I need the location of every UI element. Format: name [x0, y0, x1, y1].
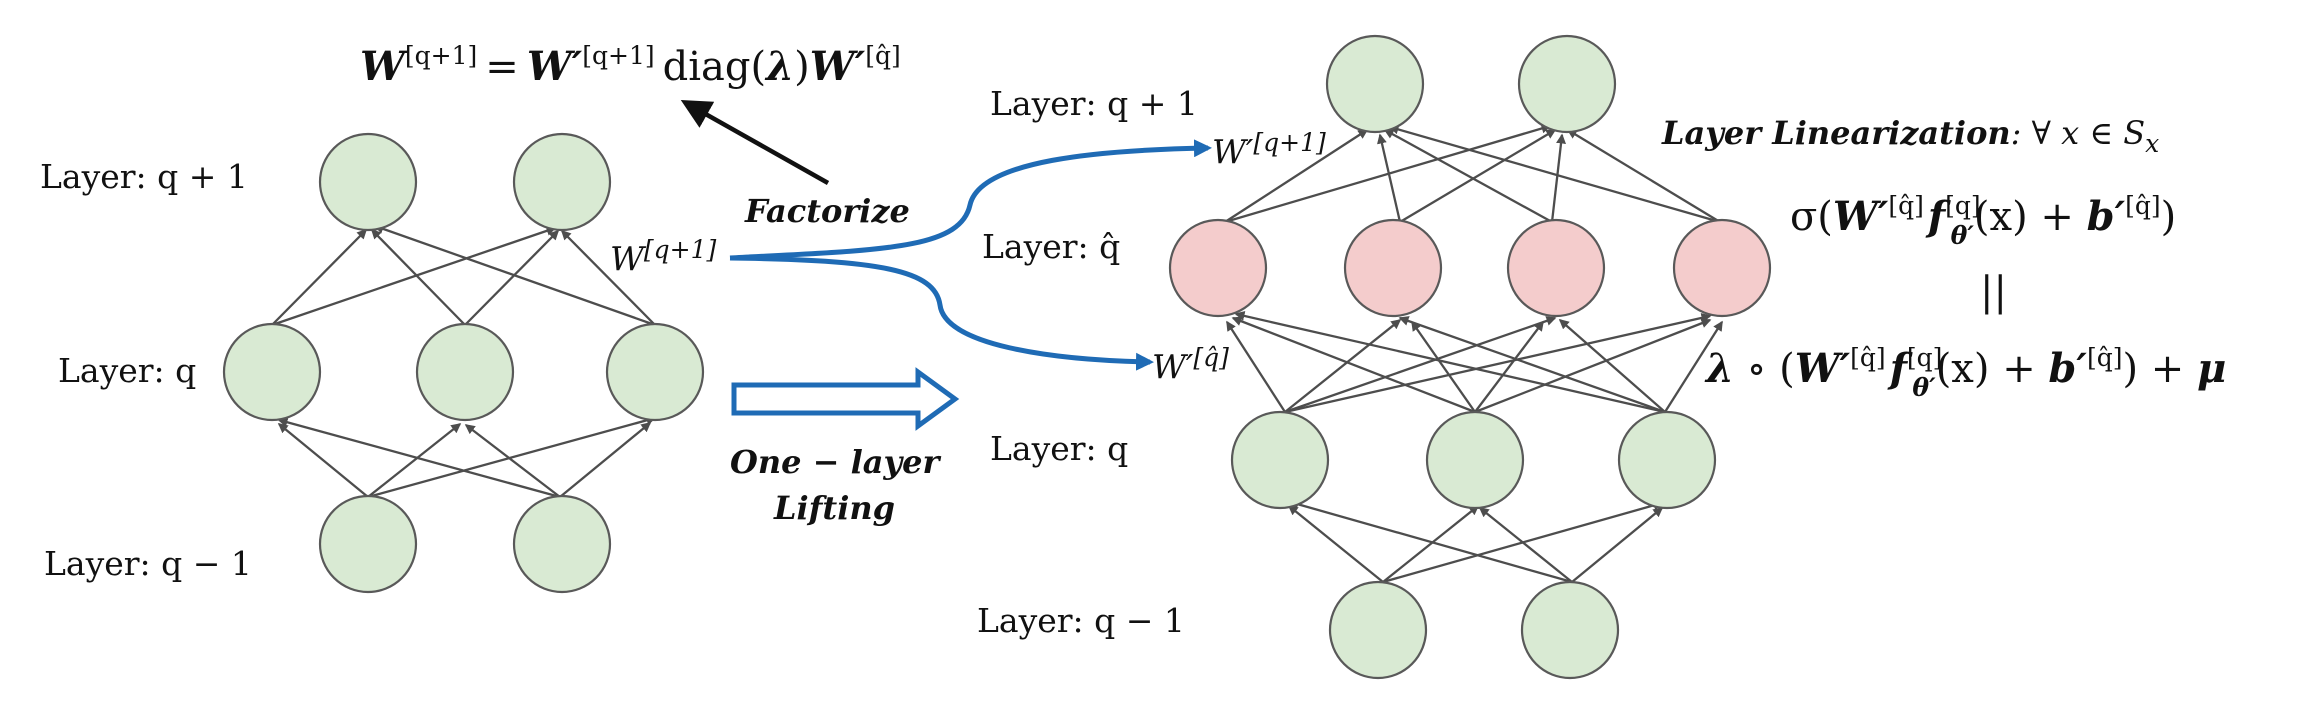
- left-edge: [464, 229, 560, 326]
- right-edge: [1288, 499, 1573, 584]
- left-edge: [367, 415, 657, 499]
- left-edge: [367, 423, 462, 498]
- right-node-q-plus-1: [1517, 34, 1617, 134]
- right-edge: [1234, 311, 1666, 414]
- lifting-label-line2: Lifting: [773, 489, 895, 527]
- left-edge: [370, 228, 466, 326]
- lifting-label-line1: One − layer: [730, 443, 941, 481]
- right-edge: [1474, 318, 1712, 414]
- left-edge: [271, 228, 368, 326]
- left-weight-label: W[q+1]: [610, 235, 717, 278]
- left-edge: [271, 226, 557, 327]
- right-edge: [1284, 316, 1557, 414]
- right-node-q: [1425, 410, 1525, 510]
- linearization-block: Layer Linearization: ∀ x ∈ Sx σ(W′[q̂]f[…: [1661, 114, 2226, 402]
- right-edge: [1231, 316, 1476, 414]
- factorize-equation: W[q+1]=W′[q+1]diag(λ)W′[q̂]: [360, 41, 901, 90]
- linearization-equals-bars: ||: [1980, 269, 2007, 315]
- right-label-q: Layer: q: [990, 429, 1128, 468]
- left-edge: [277, 417, 561, 499]
- left-network: Layer: q + 1 Layer: q Layer: q − 1 W[q+1…: [40, 132, 717, 594]
- right-edge: [1382, 505, 1480, 583]
- right-node-q: [1230, 410, 1330, 510]
- left-edge: [464, 424, 561, 498]
- right-edge: [1664, 320, 1723, 413]
- left-edge: [560, 229, 656, 326]
- right-node-q-hat: [1672, 218, 1772, 318]
- right-edge: [1571, 507, 1664, 583]
- right-label-q-plus-1: Layer: q + 1: [990, 84, 1198, 123]
- factorize-arrow: [680, 100, 830, 185]
- right-weight-top: W′[q+1]: [1212, 128, 1326, 171]
- right-network: Layer: q + 1 Layer: q̂ Layer: q Layer: q…: [977, 34, 1772, 680]
- lifting-arrow: [731, 367, 960, 431]
- right-edge: [1383, 128, 1553, 224]
- blue-curve-bottom: [729, 255, 1154, 371]
- right-edge: [1287, 505, 1384, 583]
- left-edge: [277, 423, 369, 498]
- right-node-q: [1617, 410, 1717, 510]
- right-edge: [1224, 123, 1552, 224]
- right-edge: [1558, 319, 1666, 413]
- right-edge: [1399, 129, 1557, 223]
- left-node-q: [415, 322, 515, 422]
- right-node-q-minus-1: [1520, 580, 1620, 680]
- right-node-q-minus-1: [1328, 580, 1428, 680]
- right-edge: [1474, 320, 1544, 413]
- left-node-q: [222, 322, 322, 422]
- right-edge: [1398, 316, 1666, 414]
- blue-curve-top: [729, 139, 1212, 261]
- right-edge: [1377, 133, 1402, 223]
- right-edge: [1550, 133, 1566, 223]
- right-edge: [1226, 320, 1286, 413]
- right-weight-bottom: W′[q̂]: [1152, 343, 1229, 386]
- left-label-q-plus-1: Layer: q + 1: [40, 157, 248, 196]
- left-label-q-minus-1: Layer: q − 1: [44, 544, 252, 583]
- left-node-q-plus-1: [512, 132, 612, 232]
- left-edge: [559, 422, 652, 498]
- right-label-q-minus-1: Layer: q − 1: [977, 601, 1185, 640]
- left-node-q-minus-1: [318, 494, 418, 594]
- right-node-q-hat: [1168, 218, 1268, 318]
- left-node-q-plus-1: [318, 132, 418, 232]
- right-label-q-hat: Layer: q̂: [982, 227, 1120, 266]
- left-edge: [373, 224, 656, 327]
- factorize-label: Factorize: [744, 192, 910, 230]
- left-label-q: Layer: q: [58, 351, 196, 390]
- right-node-q-plus-1: [1325, 34, 1425, 134]
- right-edge: [1478, 507, 1573, 583]
- linearization-title: Layer Linearization: ∀ x ∈ Sx: [1661, 114, 2159, 158]
- linearization-line2: λ ∘ (W′[q̂]f[q]θ′(x) + b′[q̂]) + μ: [1704, 343, 2226, 402]
- left-node-q: [605, 322, 705, 422]
- right-edge: [1224, 129, 1369, 223]
- right-node-q-hat: [1506, 218, 1606, 318]
- right-node-q-hat: [1343, 218, 1443, 318]
- right-edge: [1284, 319, 1402, 413]
- right-edge: [1388, 124, 1721, 224]
- left-node-q-minus-1: [512, 494, 612, 594]
- right-edge: [1411, 320, 1476, 413]
- linearization-line1: σ(W′[q̂]f[q]θ′(x) + b′[q̂]): [1790, 191, 2176, 250]
- right-edge: [1284, 312, 1712, 414]
- right-edge: [1566, 129, 1721, 223]
